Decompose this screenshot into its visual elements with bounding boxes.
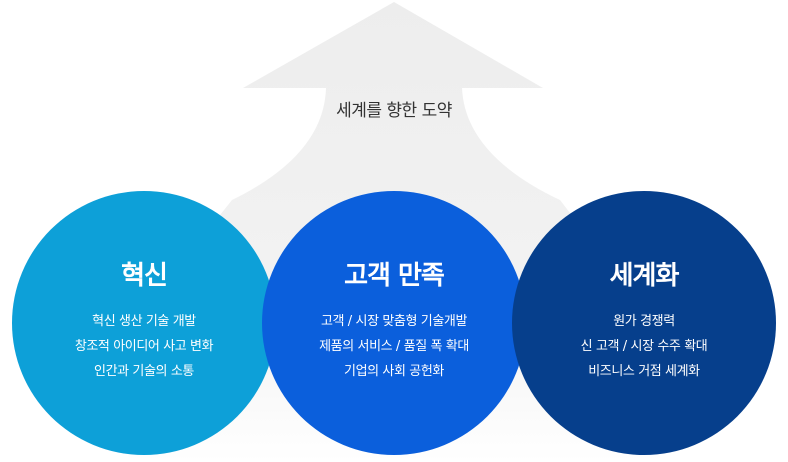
circle-line: 혁신 생산 기술 개발 (92, 314, 196, 329)
circle-title: 혁신 (121, 261, 168, 291)
circle-line: 창조적 아이디어 사고 변화 (74, 339, 214, 354)
circle-title: 세계화 (609, 261, 680, 291)
circle-lines: 원가 경쟁력 신 고객 / 시장 수주 확대 비즈니스 거점 세계화 (512, 309, 776, 384)
circle-globalization: 세계화 원가 경쟁력 신 고객 / 시장 수주 확대 비즈니스 거점 세계화 (512, 191, 776, 455)
circle-line: 원가 경쟁력 (613, 314, 675, 329)
circle-line: 고객 / 시장 맞춤형 기술개발 (320, 314, 468, 329)
circle-customer-satisfaction: 고객 만족 고객 / 시장 맞춤형 기술개발 제품의 서비스 / 품질 폭 확대… (262, 191, 526, 455)
circle-line: 기업의 사회 공헌화 (344, 364, 444, 379)
circle-lines: 혁신 생산 기술 개발 창조적 아이디어 사고 변화 인간과 기술의 소통 (12, 309, 276, 384)
circle-line: 신 고객 / 시장 수주 확대 (580, 339, 708, 354)
circle-line: 제품의 서비스 / 품질 폭 확대 (319, 339, 469, 354)
circle-lines: 고객 / 시장 맞춤형 기술개발 제품의 서비스 / 품질 폭 확대 기업의 사… (262, 309, 526, 384)
circle-innovation: 혁신 혁신 생산 기술 개발 창조적 아이디어 사고 변화 인간과 기술의 소통 (12, 191, 276, 455)
circle-title: 고객 만족 (344, 261, 445, 291)
arrow-title: 세계를 향한 도약 (336, 101, 452, 121)
circle-line: 비즈니스 거점 세계화 (588, 364, 700, 379)
circle-line: 인간과 기술의 소통 (94, 364, 194, 379)
